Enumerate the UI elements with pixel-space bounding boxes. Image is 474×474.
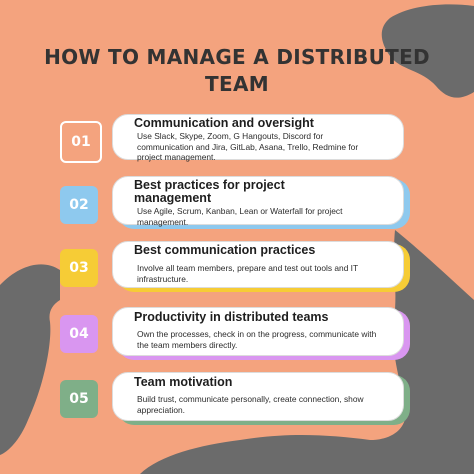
- step-description: Use Slack, Skype, Zoom, G Hangouts, Disc…: [137, 131, 359, 162]
- step-number: 02: [69, 197, 89, 213]
- step-content-card: [112, 241, 404, 288]
- step-content-card: [112, 176, 404, 225]
- step-card: 03 Best communication practices Involve …: [60, 241, 410, 292]
- step-title: Team motivation: [134, 375, 233, 389]
- step-description: Use Agile, Scrum, Kanban, Lean or Waterf…: [137, 206, 343, 227]
- step-number-badge: 01: [60, 121, 102, 163]
- title-line-1: HOW TO MANAGE A DISTRIBUTED: [44, 45, 430, 69]
- step-title: Best communication practices: [134, 243, 316, 257]
- step-content-card: [112, 307, 404, 356]
- step-card: 05 Team motivation Build trust, communic…: [60, 372, 410, 425]
- step-card: 02 Best practices for project management…: [60, 176, 410, 229]
- step-number-badge: 03: [60, 249, 98, 287]
- step-title: Productivity in distributed teams: [134, 310, 329, 324]
- step-description: Involve all team members, prepare and te…: [137, 263, 358, 284]
- step-number-badge: 05: [60, 380, 98, 418]
- step-number-badge: 02: [60, 186, 98, 224]
- step-title: Best practices for project management: [134, 178, 285, 205]
- title-line-2: TEAM: [205, 72, 269, 96]
- step-number-badge: 04: [60, 315, 98, 353]
- step-card: 04 Productivity in distributed teams Own…: [60, 307, 410, 360]
- step-card: 01 Communication and oversight Use Slack…: [60, 114, 410, 165]
- step-number: 01: [71, 134, 91, 150]
- step-number: 04: [69, 326, 89, 342]
- step-description: Own the processes, check in on the progr…: [137, 329, 377, 350]
- step-content-card: [112, 114, 404, 160]
- step-description: Build trust, communicate personally, cre…: [137, 394, 364, 415]
- step-title: Communication and oversight: [134, 116, 314, 130]
- page-title: HOW TO MANAGE A DISTRIBUTED TEAM: [0, 44, 474, 98]
- step-content-card: [112, 372, 404, 421]
- step-number: 05: [69, 391, 89, 407]
- step-number: 03: [69, 260, 89, 276]
